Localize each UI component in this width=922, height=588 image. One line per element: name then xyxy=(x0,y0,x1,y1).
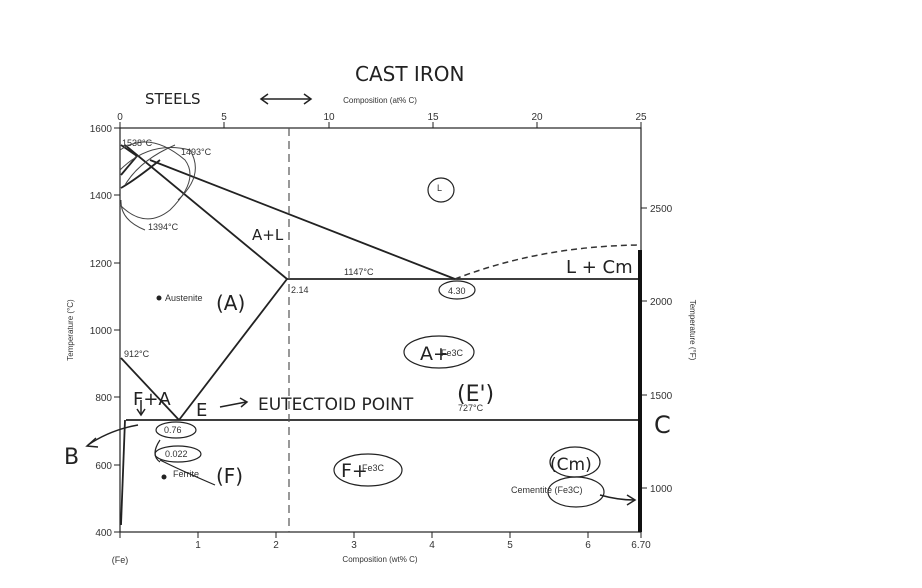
bottom-tick-fe: (Fe) xyxy=(112,555,129,565)
hand-steels: STEELS xyxy=(145,90,201,108)
label-2-14: 2.14 xyxy=(291,285,309,295)
label-fe3c-a: Fe3C xyxy=(441,348,464,358)
label-austenite: Austenite xyxy=(165,293,203,303)
hand-circles xyxy=(154,177,605,508)
label-1394: 1394°C xyxy=(148,222,179,232)
hand-a-region: (A) xyxy=(216,291,245,315)
hand-eutectoid-point: EUTECTOID POINT xyxy=(258,395,414,415)
right-axis: 1000 1500 2000 2500 Temperature (°F) xyxy=(641,204,697,495)
a3-line xyxy=(120,357,180,421)
hand-e-label: E xyxy=(196,400,207,421)
left-tick-1200: 1200 xyxy=(90,259,113,270)
bottom-tick-1: 1 xyxy=(195,540,201,551)
austenite-dot xyxy=(156,295,162,301)
left-tick-600: 600 xyxy=(95,461,112,472)
label-0-76: 0.76 xyxy=(164,425,182,435)
top-tick-20: 20 xyxy=(531,112,543,123)
hand-b-label: B xyxy=(64,445,79,470)
label-727: 727°C xyxy=(458,403,484,413)
bottom-tick-3: 3 xyxy=(351,540,357,551)
label-1147: 1147°C xyxy=(344,267,374,277)
ferrite-dot xyxy=(161,474,167,480)
right-tick-2500: 2500 xyxy=(650,204,673,215)
top-tick-5: 5 xyxy=(221,112,227,123)
label-1493: 1493°C xyxy=(181,147,212,157)
hand-a-plus-l: A+L xyxy=(252,226,284,244)
hand-f-plus: F+ xyxy=(341,460,368,482)
label-912: 912°C xyxy=(124,349,150,359)
right-tick-1500: 1500 xyxy=(650,391,673,402)
acm-line xyxy=(178,278,288,421)
gamma-boundary-curve xyxy=(120,159,161,189)
hand-e-prime: (E') xyxy=(457,382,494,407)
bottom-tick-6: 6 xyxy=(585,540,591,551)
right-tick-2000: 2000 xyxy=(650,297,673,308)
top-axis-title: Composition (at% C) xyxy=(343,96,417,105)
bottom-tick-4: 4 xyxy=(429,540,435,551)
hand-f-plus-a: F+A xyxy=(133,389,171,410)
bottom-tick-2: 2 xyxy=(273,540,279,551)
left-axis-title: Temperature (°C) xyxy=(66,299,75,361)
solidus-line xyxy=(124,144,288,280)
liquidus-line xyxy=(149,159,456,280)
hand-arrows xyxy=(85,93,637,506)
bottom-tick-670: 6.70 xyxy=(631,540,651,551)
hand-cast-iron: CAST IRON xyxy=(355,62,464,86)
hand-scribble-arcs xyxy=(119,141,196,231)
bottom-tick-marks xyxy=(119,532,642,538)
left-tick-400: 400 xyxy=(95,528,112,539)
top-tick-10: 10 xyxy=(323,112,335,123)
delta-line-1 xyxy=(120,144,138,157)
cementite-liquidus-dashed xyxy=(454,244,642,280)
label-fe3c-f: Fe3C xyxy=(362,463,385,473)
hand-c-label: C xyxy=(654,411,671,439)
top-tick-marks xyxy=(119,122,642,128)
right-axis-title: Temperature (°F) xyxy=(688,300,697,361)
left-tick-marks xyxy=(114,127,120,533)
left-tick-800: 800 xyxy=(95,393,112,404)
alpha-solvus-line xyxy=(120,419,126,526)
label-0-022: 0.022 xyxy=(165,449,188,459)
left-axis: 400 600 800 1000 1200 1400 1600 Temperat… xyxy=(66,124,120,539)
bottom-axis: (Fe) 1 2 3 4 5 6 6.70 Composition (wt% C… xyxy=(112,532,651,565)
delta-line-2 xyxy=(120,155,138,176)
right-tick-1000: 1000 xyxy=(650,484,673,495)
left-tick-1000: 1000 xyxy=(90,326,113,337)
hand-l-plus-cm: L + Cm xyxy=(566,257,633,278)
label-1538: 1538°C xyxy=(122,138,153,148)
top-tick-15: 15 xyxy=(427,112,439,123)
hand-a-plus: A+ xyxy=(420,343,449,365)
left-tick-1600: 1600 xyxy=(90,124,113,135)
hand-cm-label: (Cm) xyxy=(550,455,592,475)
label-cementite: Cementite (Fe3C) xyxy=(511,485,583,495)
left-tick-1400: 1400 xyxy=(90,191,113,202)
bottom-tick-5: 5 xyxy=(507,540,513,551)
label-4-30: 4.30 xyxy=(448,286,466,296)
label-ferrite: Ferrite xyxy=(173,469,199,479)
top-tick-25: 25 xyxy=(635,112,647,123)
hand-f-region: (F) xyxy=(216,464,243,488)
label-l: L xyxy=(437,183,442,193)
bottom-axis-title: Composition (wt% C) xyxy=(342,555,417,564)
phase-boundaries xyxy=(120,144,641,526)
top-tick-0: 0 xyxy=(117,112,123,123)
top-axis: Composition (at% C) 0 5 10 15 20 25 xyxy=(117,96,647,128)
